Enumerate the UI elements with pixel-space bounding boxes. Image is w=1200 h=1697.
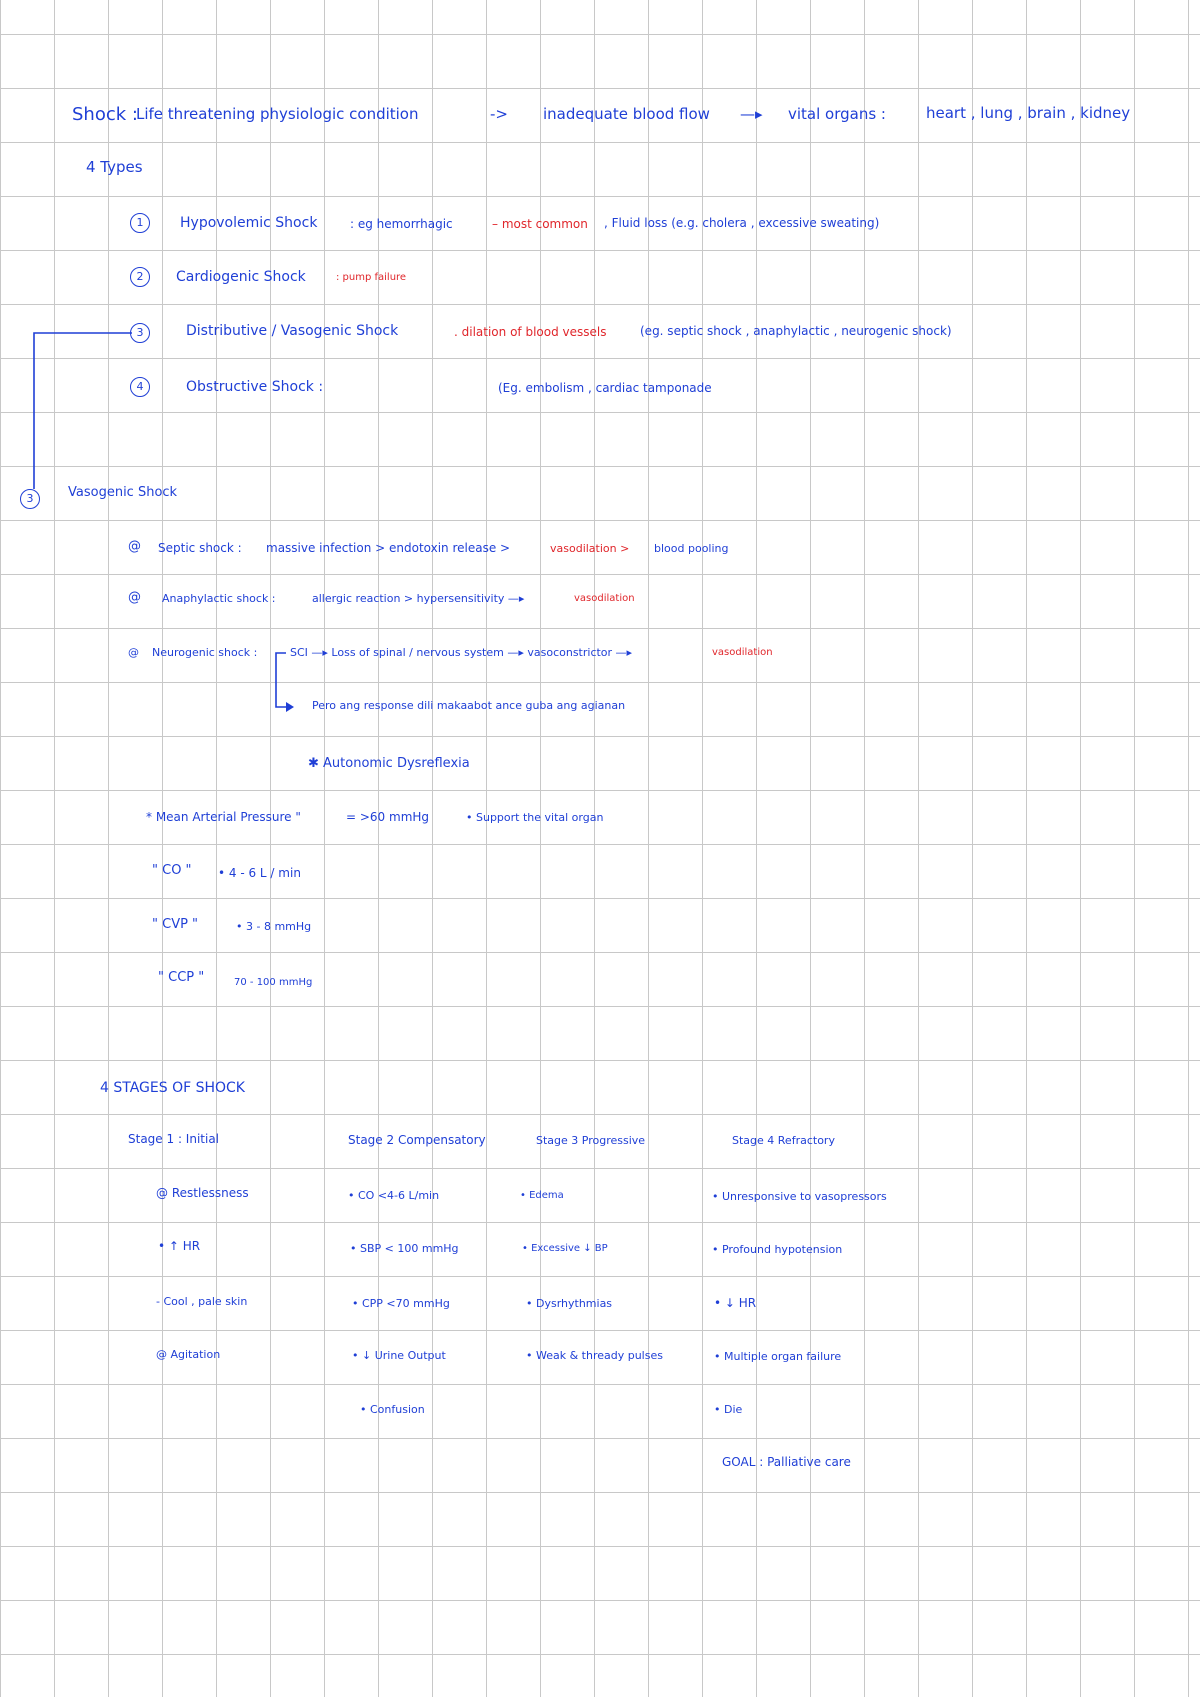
stage-1-item: @ Restlessness <box>156 1186 249 1200</box>
stage-4-item: • Die <box>714 1403 743 1416</box>
co-value: • 4 - 6 L / min <box>218 866 301 880</box>
stage-4-title: Stage 4 Refractory <box>732 1134 835 1147</box>
map-label: * Mean Arterial Pressure " <box>146 810 301 824</box>
stage-4-item: • ↓ HR <box>714 1296 757 1310</box>
organs-list: heart , lung , brain , kidney <box>926 104 1131 122</box>
stage-1-item: @ Agitation <box>156 1348 221 1361</box>
co-label: " CO " <box>152 863 192 878</box>
shock-term: Shock : <box>72 104 138 125</box>
anaphylactic-text: allergic reaction > hypersensitivity —▸ <box>312 592 525 605</box>
neurogenic-response: Pero ang response dili makaabot ance gub… <box>312 699 626 712</box>
anaphylactic-label: Anaphylactic shock : <box>162 592 276 605</box>
stage-3-title: Stage 3 Progressive <box>536 1134 646 1147</box>
cvp-label: " CVP " <box>152 917 199 932</box>
septic-red: vasodilation > <box>550 542 630 555</box>
stage-1-item: • ↑ HR <box>158 1239 201 1253</box>
type-3-note: . dilation of blood vessels <box>454 325 607 339</box>
stage-4-goal: GOAL : Palliative care <box>722 1455 851 1469</box>
type-2-name: Cardiogenic Shock <box>176 269 306 285</box>
septic-bullet: @ <box>128 539 141 554</box>
septic-tail: blood pooling <box>654 542 729 555</box>
stage-1-title: Stage 1 : Initial <box>128 1132 220 1146</box>
neurogenic-label: Neurogenic shock : <box>152 646 258 659</box>
type-1-name: Hypovolemic Shock <box>180 215 318 231</box>
stage-2-item: • Confusion <box>360 1403 425 1416</box>
type3-connector-line <box>33 332 132 489</box>
cvp-value: • 3 - 8 mmHg <box>236 920 312 933</box>
map-value: = >60 mmHg <box>346 810 430 824</box>
stage-1-item: - Cool , pale skin <box>156 1295 248 1308</box>
type-1-number: 1 <box>130 213 150 233</box>
type-4-number: 4 <box>130 377 150 397</box>
stage-3-item: • Edema <box>520 1190 564 1201</box>
type-3-name: Distributive / Vasogenic Shock <box>186 323 399 339</box>
stage-3-item: • Dysrhythmias <box>526 1297 613 1310</box>
type-1-extra: , Fluid loss (e.g. cholera , excessive s… <box>604 216 880 230</box>
anaphylactic-bullet: @ <box>128 590 141 605</box>
stage-2-title: Stage 2 Compensatory <box>348 1133 486 1147</box>
ccp-value: 70 - 100 mmHg <box>234 977 313 988</box>
neurogenic-text: SCI —▸ Loss of spinal / nervous system —… <box>290 646 633 659</box>
type-4-name: Obstructive Shock : <box>186 379 324 395</box>
neurogenic-bullet: @ <box>128 646 139 659</box>
stage-2-item: • CPP <70 mmHg <box>352 1297 450 1310</box>
vital-organs-label: vital organs : <box>788 105 886 123</box>
arrow-2: —▸ <box>740 105 763 123</box>
type-2-number: 2 <box>130 267 150 287</box>
vasogenic-heading: Vasogenic Shock <box>68 485 178 500</box>
neurogenic-red: vasodilation <box>712 647 773 658</box>
vasogenic-number: 3 <box>20 489 40 509</box>
types-heading: 4 Types <box>86 158 143 176</box>
shock-cause: inadequate blood flow <box>543 105 710 123</box>
type-1-desc: : eg hemorrhagic <box>350 217 453 231</box>
type-3-extra: (eg. septic shock , anaphylactic , neuro… <box>640 324 952 338</box>
neurogenic-bracket-arrowhead <box>286 702 294 712</box>
shock-definition: Life threatening physiologic condition <box>136 105 419 123</box>
autonomic-dysreflexia: ✱ Autonomic Dysreflexia <box>308 756 470 771</box>
ccp-label: " CCP " <box>158 970 205 985</box>
arrow-1: -> <box>490 105 508 123</box>
stage-3-item: • Weak & thready pulses <box>526 1349 663 1362</box>
map-note: • Support the vital organ <box>466 811 604 824</box>
stage-2-item: • CO <4-6 L/min <box>348 1189 440 1202</box>
stage-2-item: • SBP < 100 mmHg <box>350 1242 459 1255</box>
stage-3-item: • Excessive ↓ BP <box>522 1243 608 1254</box>
stage-4-item: • Multiple organ failure <box>714 1350 842 1363</box>
stages-heading: 4 STAGES OF SHOCK <box>100 1080 245 1096</box>
stage-4-item: • Unresponsive to vasopressors <box>712 1190 887 1203</box>
septic-label: Septic shock : <box>158 541 242 555</box>
type-3-number: 3 <box>130 323 150 343</box>
type-2-note: : pump failure <box>336 272 407 283</box>
type-4-extra: (Eg. embolism , cardiac tamponade <box>498 381 712 395</box>
anaphylactic-red: vasodilation <box>574 593 635 604</box>
stage-4-item: • Profound hypotension <box>712 1243 843 1256</box>
stage-2-item: • ↓ Urine Output <box>352 1349 446 1362</box>
septic-text: massive infection > endotoxin release > <box>266 541 511 555</box>
type-1-note: – most common <box>492 217 588 231</box>
neurogenic-bracket <box>275 652 292 708</box>
